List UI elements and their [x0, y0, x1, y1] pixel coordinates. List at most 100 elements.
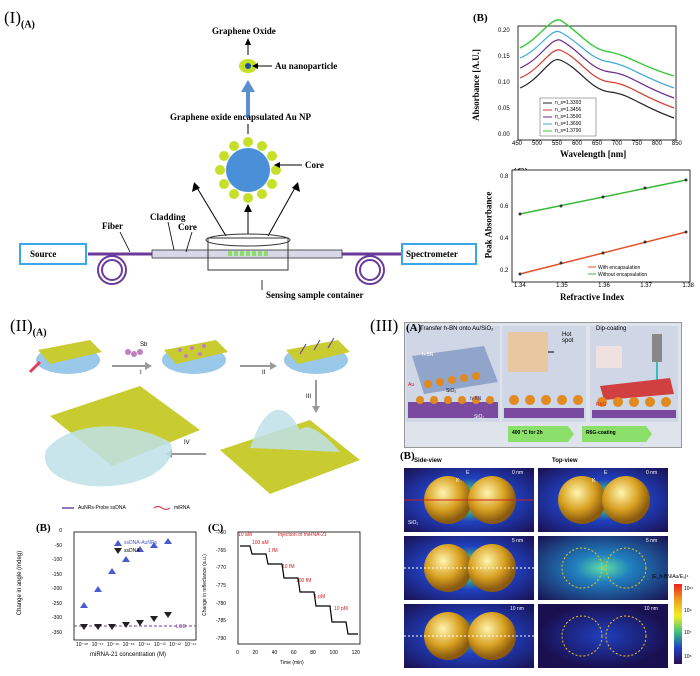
y-tick-1c-3: 0.2	[500, 268, 509, 274]
step-iii: III	[306, 394, 312, 400]
y-label-1c: Peak Absorbance	[483, 191, 494, 259]
annot-1fm: 1 fM	[268, 548, 278, 554]
core-fiber-label: Core	[178, 222, 197, 232]
row-label-0-side: 0 nm	[512, 470, 524, 476]
hotspot-step: Hot spot	[562, 332, 574, 344]
annot-1pm: 1 pM	[314, 594, 326, 600]
y-tick-1b-3: 0.05	[498, 106, 510, 112]
panel-2b-letter: (B)	[36, 522, 51, 534]
sio2-label-2: SiO₂	[474, 414, 485, 420]
top-view-label: Top-view	[552, 458, 578, 464]
transfer-step: Transfer h-BN onto Au/SiO₂	[420, 326, 494, 332]
sio2-substrate-label: SiO₂	[408, 520, 419, 526]
legend-1b-3: n_s=1.3690	[555, 121, 582, 127]
anneal-arrow: 400 °C for 2h	[512, 430, 543, 436]
annot-100am: 100 aM	[252, 540, 269, 546]
row-label-1-side: 5 nm	[512, 538, 524, 544]
legend-2b-1: ssDNA	[124, 548, 140, 554]
panel-3b-letter: (B)	[400, 450, 415, 462]
axis-e-side: E	[466, 470, 470, 476]
section-3-label: (III)	[370, 316, 399, 335]
legend-1c-1: Without encapsulation	[598, 272, 648, 278]
legend-1b-4: n_s=1.3790	[555, 128, 582, 134]
step-sb: Sb	[140, 342, 148, 348]
annot-10am: 10 aM	[238, 532, 252, 538]
angle-change-chart	[73, 531, 197, 641]
cbar-tick-3: 10⁵	[684, 654, 692, 660]
legend-2b-0: ssDNA-AuNRs	[124, 540, 158, 546]
x-label-1c: Refractive Index	[560, 292, 625, 302]
colorbar-title: |E_h-BN/Au/E₀|⁴	[652, 574, 689, 580]
y-tick-1c-2: 0.4	[500, 236, 509, 242]
legend-1b-2: n_s=1.3590	[555, 114, 582, 120]
reflectance-time-chart	[237, 531, 361, 645]
cbar-tick-1: 10⁹	[684, 608, 692, 614]
step-i: I	[140, 370, 142, 376]
go-encapsulated-label: Graphene oxide encapsulated Au NP	[170, 112, 312, 122]
step-iv: IV	[184, 440, 190, 446]
cladding-label: Cladding	[150, 212, 186, 222]
x-label-1b: Wavelength [nm]	[560, 149, 627, 159]
sio2-label: SiO₂	[446, 388, 457, 394]
row-label-2-side: 10 nm	[510, 606, 524, 612]
fiber-label: Fiber	[102, 221, 123, 231]
hbn-label: h-BN	[422, 352, 434, 358]
mirna-detection-schematic	[28, 337, 360, 511]
sensing-container-label: Sensing sample container	[266, 290, 364, 300]
y-ticks-2b: 0-50-100-150-200-250-300-350	[52, 528, 63, 636]
cbar-tick-0: 10¹¹	[684, 586, 693, 592]
annot-100fm: 100 fM	[296, 578, 312, 584]
row-label-2-top: 10 nm	[644, 606, 658, 612]
core-label: Core	[305, 160, 324, 170]
axis-k-side: K	[456, 478, 460, 484]
section-2-label: (II)(A)	[10, 316, 47, 339]
section-1-label: (I)(A)	[4, 8, 35, 31]
x-label-2c: Time (min)	[280, 660, 304, 666]
hbn-label-2: h-BN	[470, 396, 482, 402]
x-label-2b: miRNA-21 concentration (M)	[90, 652, 167, 658]
annot-injection: Injection of miRNA-21	[278, 532, 327, 538]
legend-1c-0: With encapsulation	[598, 265, 641, 271]
y-tick-1b-4: 0.00	[498, 132, 510, 138]
y-tick-1b-2: 0.10	[498, 80, 510, 86]
legend-1b-1: n_s=1.3456	[555, 107, 582, 113]
panel-2c-letter: (C)	[208, 522, 224, 534]
panel-3a-letter: (A)	[406, 322, 422, 334]
y-tick-1b-1: 0.15	[498, 54, 510, 60]
au-nanoparticle-label: Au nanoparticle	[275, 61, 338, 71]
legend-aunrs-probe: AuNRs-Probe ssDNA	[78, 505, 126, 511]
annot-10fm: 10 fM	[282, 564, 295, 570]
axis-e-top: E	[604, 470, 608, 476]
r6g-arrow: R6G-coating	[586, 430, 616, 436]
y-tick-1b-0: 0.20	[498, 28, 510, 34]
axis-k-top: K	[592, 478, 596, 484]
colorbar	[674, 584, 682, 664]
lod-label: LOD	[176, 624, 187, 630]
cbar-tick-2: 10⁷	[684, 630, 692, 636]
legend-1b-0: n_s=1.3393	[555, 100, 582, 106]
row-label-1-top: 5 nm	[646, 538, 658, 544]
panel-1b-letter: (B)	[473, 12, 488, 24]
y-ticks-2c: -760-765-770-775-780-785-790	[216, 530, 227, 642]
absorbance-spectra-chart	[517, 19, 677, 141]
spectrometer-box: Spectrometer	[406, 249, 458, 259]
peak-absorbance-chart	[511, 169, 691, 283]
r6g-label: R6G	[596, 402, 607, 408]
step-ii: II	[262, 370, 266, 376]
row-label-0-top: 0 nm	[646, 470, 658, 476]
au-label: Au	[408, 382, 415, 388]
y-label-2b: Change in angle (mdeg)	[17, 550, 24, 616]
annot-10pm: 10 pM	[334, 606, 348, 612]
y-label-2c: Change in reflectance (a.u.)	[201, 554, 208, 616]
dipcoating-step: Dip-coating	[596, 326, 627, 332]
legend-mirna: miRNA	[174, 505, 190, 511]
nanoparticle-overlays	[404, 476, 650, 660]
y-tick-1c-1: 0.6	[500, 204, 509, 210]
graphene-oxide-label: Graphene Oxide	[212, 26, 276, 36]
side-view-label: Side-view	[414, 458, 442, 464]
y-tick-1c-0: 0.8	[500, 174, 509, 180]
source-box: Source	[30, 249, 57, 259]
fiber-setup-diagram	[19, 38, 477, 290]
